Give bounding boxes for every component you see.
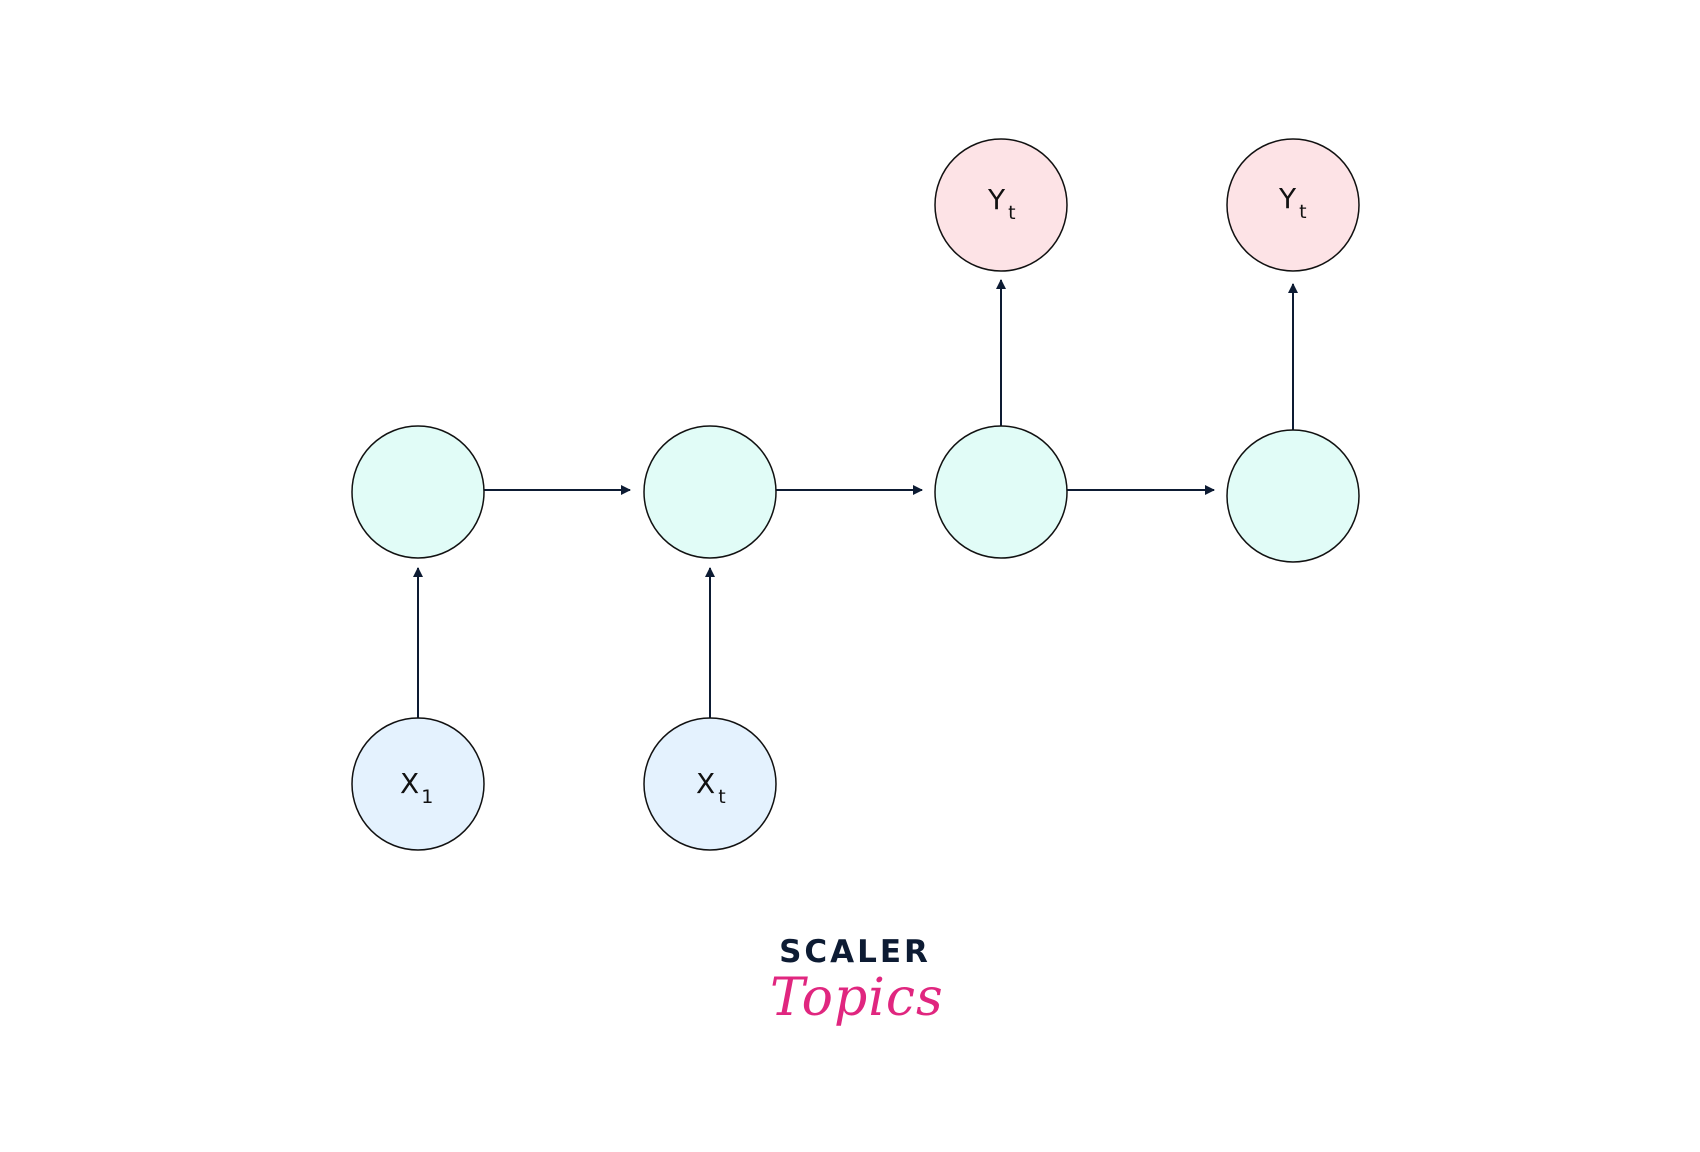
hidden-node-1 [351,425,485,559]
output-node-1 [934,138,1068,272]
scaler-topics-logo: SCALER Topics [770,934,944,1064]
hidden-node-4 [1226,429,1360,563]
logo-scaler-text: SCALER [779,934,931,970]
logo-topics-text: Topics [770,968,944,1028]
hidden-node-3 [934,425,1068,559]
output-node-2 [1226,138,1360,272]
input-node-1 [351,717,485,851]
input-node-2 [643,717,777,851]
hidden-node-2 [643,425,777,559]
